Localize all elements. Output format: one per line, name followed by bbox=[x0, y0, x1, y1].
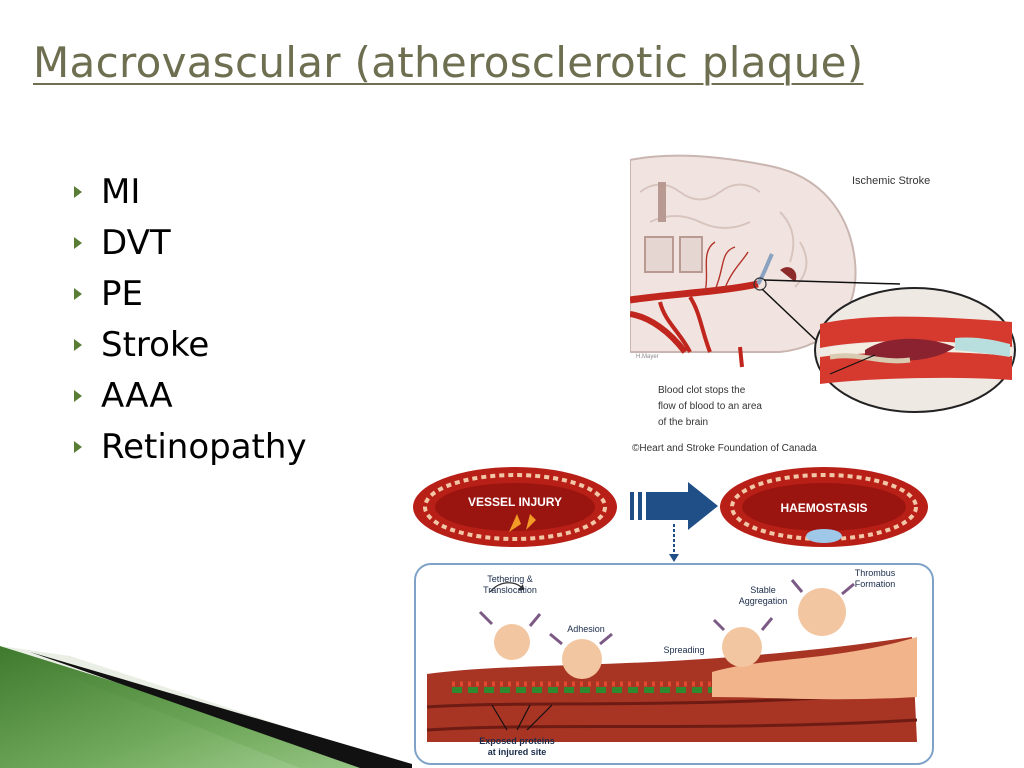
caption-line: of the brain bbox=[658, 417, 708, 428]
triangle-bullet-icon bbox=[74, 287, 82, 300]
list-item: DVT bbox=[74, 217, 307, 268]
slide-title: Macrovascular (atherosclerotic plaque) bbox=[33, 38, 864, 87]
exposed-proteins-label: Exposed proteins bbox=[479, 736, 555, 746]
list-item: Retinopathy bbox=[74, 421, 307, 472]
corner-decoration bbox=[0, 646, 412, 768]
list-item: MI bbox=[74, 166, 307, 217]
bullet-text: DVT bbox=[101, 222, 171, 263]
spreading-label: Spreading bbox=[663, 645, 704, 655]
triangle-bullet-icon bbox=[74, 338, 82, 351]
caption-line: Blood clot stops the bbox=[658, 385, 746, 396]
tethering-label: Tethering & bbox=[487, 574, 533, 584]
aggregation-label: Aggregation bbox=[739, 596, 788, 606]
stroke-label: Ischemic Stroke bbox=[852, 175, 930, 187]
triangle-bullet-icon bbox=[74, 185, 82, 198]
formation-label: Formation bbox=[855, 579, 896, 589]
bullet-text: AAA bbox=[101, 375, 173, 416]
injured-site-label: at injured site bbox=[488, 747, 547, 757]
bullet-text: PE bbox=[101, 273, 143, 314]
list-item: Stroke bbox=[74, 319, 307, 370]
adhesion-label: Adhesion bbox=[567, 624, 605, 634]
figure-credit: ©Heart and Stroke Foundation of Canada bbox=[632, 443, 817, 454]
triangle-bullet-icon bbox=[74, 440, 82, 453]
haemostasis-figure: VESSEL INJURY HAEMOSTASIS Tethering & Tr… bbox=[413, 467, 934, 765]
artist-credit: H.Mayer bbox=[636, 354, 659, 360]
triangle-bullet-icon bbox=[74, 389, 82, 402]
caption-line: flow of blood to an area bbox=[658, 401, 762, 412]
list-item: PE bbox=[74, 268, 307, 319]
translocation-label: Translocation bbox=[483, 585, 537, 595]
arrow-down-icon bbox=[669, 554, 679, 562]
haemostasis-label: HAEMOSTASIS bbox=[780, 501, 867, 515]
thrombus-label: Thrombus bbox=[855, 568, 896, 578]
arrow-right-icon bbox=[646, 482, 718, 530]
bullet-text: Retinopathy bbox=[101, 426, 307, 467]
stable-label: Stable bbox=[750, 585, 776, 595]
list-item: AAA bbox=[74, 370, 307, 421]
bullet-text: Stroke bbox=[101, 324, 210, 365]
bullet-text: MI bbox=[101, 171, 141, 212]
bullet-list: MI DVT PE Stroke AAA Retinopathy bbox=[74, 166, 307, 472]
ischemic-stroke-figure: Ischemic Stroke H.Mayer Blood clot stops… bbox=[630, 154, 1016, 454]
vessel-injury-label: VESSEL INJURY bbox=[468, 495, 562, 509]
triangle-bullet-icon bbox=[74, 236, 82, 249]
